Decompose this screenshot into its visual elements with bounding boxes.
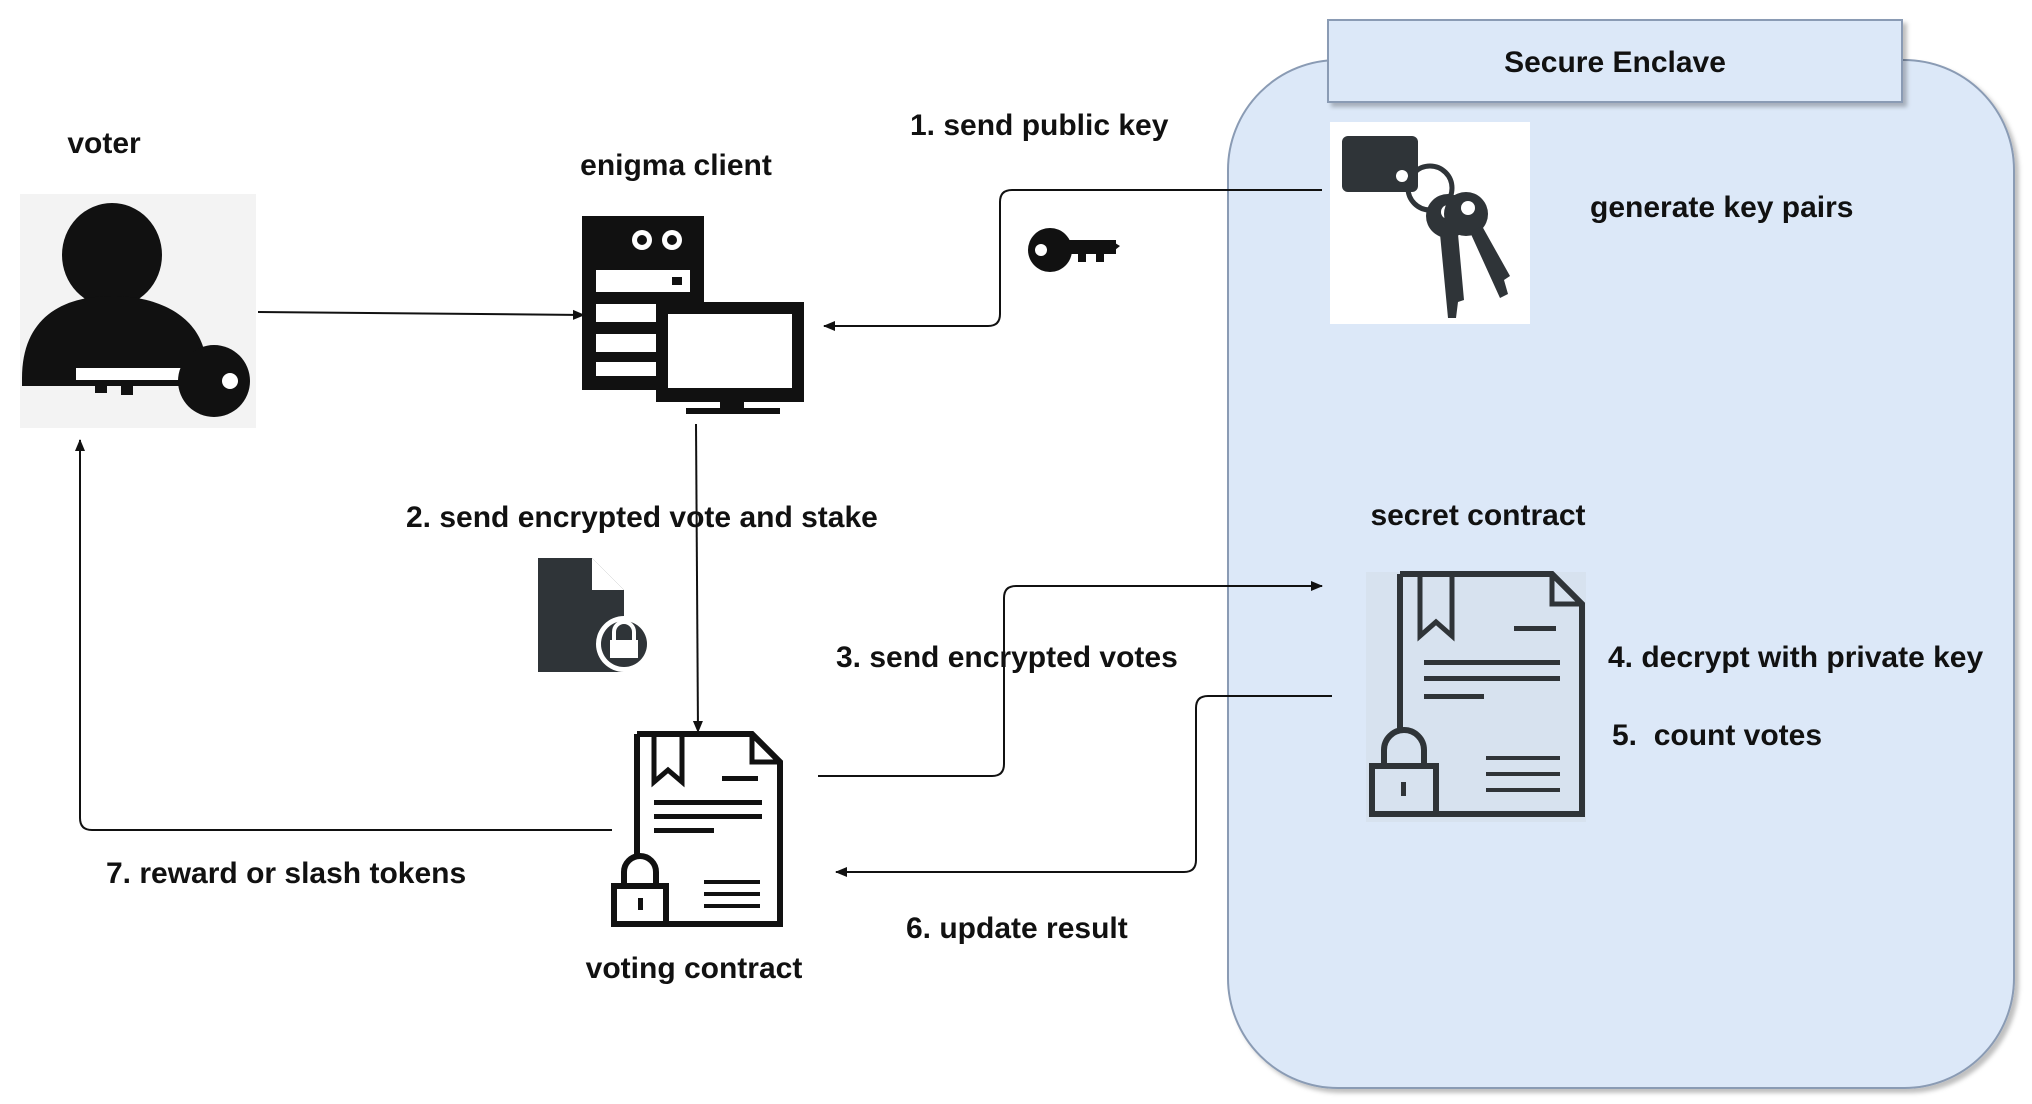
send-encrypted-vote-arrow	[692, 423, 703, 733]
step-3-label: 3. send encrypted votes	[836, 641, 1178, 674]
send-public-key-arrow	[823, 189, 1322, 331]
keychain-icon	[1330, 122, 1530, 324]
voter-to-client-arrow	[257, 309, 585, 320]
enclave-title: Secure Enclave	[1504, 46, 1726, 79]
step-5-label: 5. count votes	[1612, 719, 1822, 752]
step-4-label: 4. decrypt with private key	[1608, 641, 1983, 674]
step-2-label: 2. send encrypted vote and stake	[406, 501, 878, 534]
send-encrypted-votes-arrow	[818, 581, 1323, 777]
locked-file-icon	[538, 558, 652, 672]
update-result-arrow	[835, 695, 1332, 877]
locked-contract-icon	[611, 731, 783, 927]
server-computer-icon	[582, 216, 804, 414]
enigma-client-label: enigma client	[580, 149, 772, 182]
step-7-label: 7. reward or slash tokens	[106, 857, 466, 890]
user-with-key-icon	[20, 194, 256, 428]
voter-label: voter	[67, 127, 141, 160]
enclave-title-box	[1327, 19, 1903, 103]
voting-contract-label: voting contract	[586, 952, 803, 985]
secret-contract-label: secret contract	[1370, 499, 1585, 532]
reward-or-slash-arrow	[75, 439, 612, 831]
generate-key-pairs-label: generate key pairs	[1590, 191, 1853, 224]
locked-contract-icon	[1366, 571, 1586, 822]
step-1-label: 1. send public key	[910, 109, 1169, 142]
step-6-label: 6. update result	[906, 912, 1128, 945]
key-icon	[1028, 228, 1120, 272]
